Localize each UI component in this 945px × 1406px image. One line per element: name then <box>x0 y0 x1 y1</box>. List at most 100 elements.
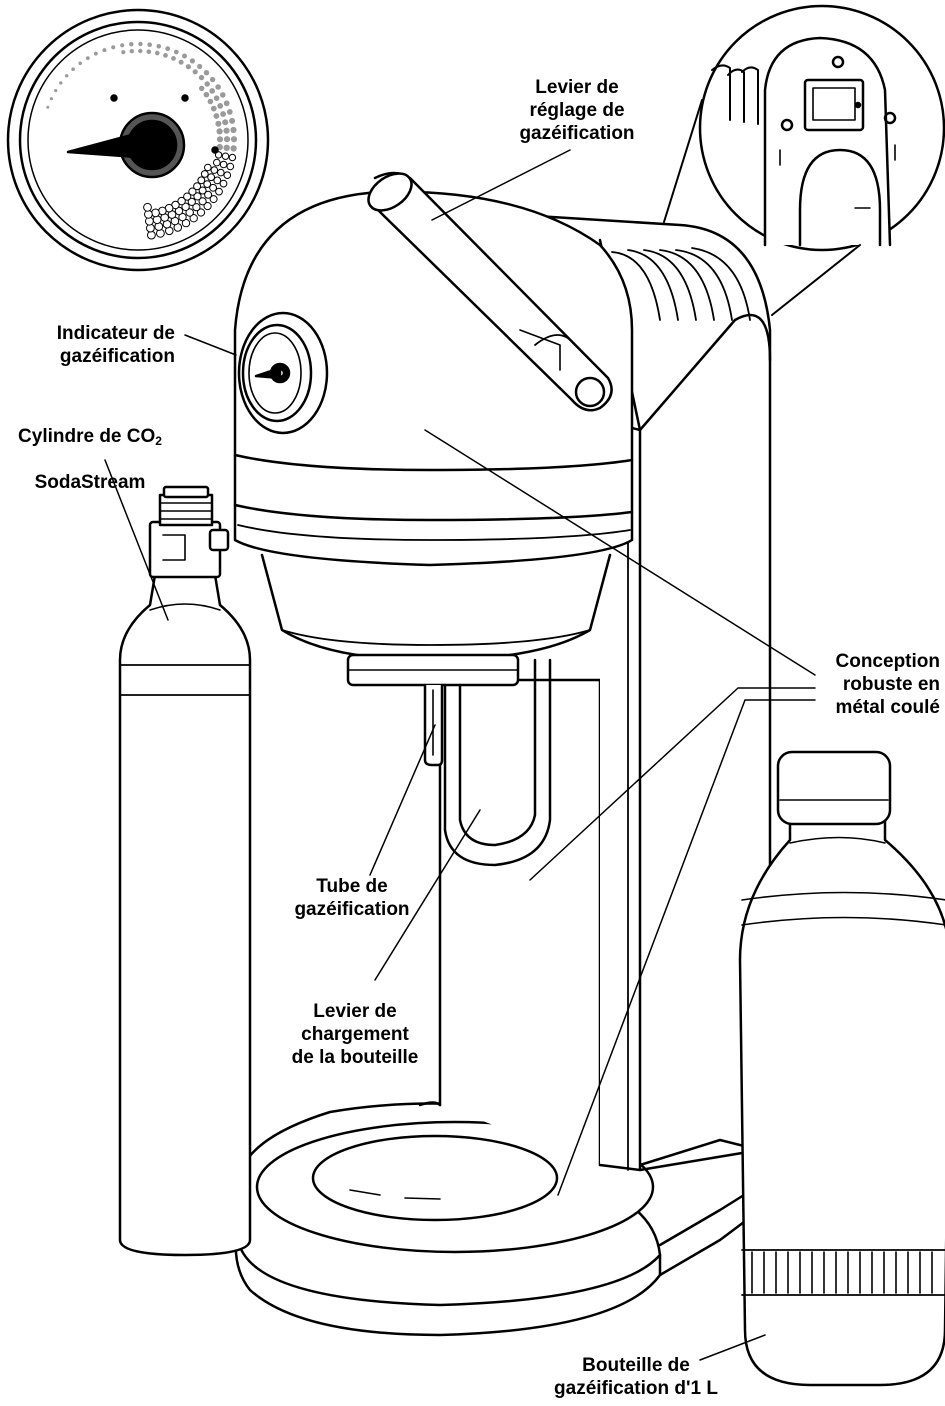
leader-die-cast-a <box>424 429 816 676</box>
gauge-dot <box>199 85 205 92</box>
gauge-dot <box>102 48 107 53</box>
leader-carbonation-lever <box>431 149 571 221</box>
gauge-dot <box>230 136 238 143</box>
label-die-cast-design: Conception robuste en métal coulé <box>835 651 940 718</box>
gauge-dot <box>59 81 63 85</box>
label-co2-cylinder-brand: SodaStream <box>34 472 146 493</box>
gauge-dot <box>198 186 207 195</box>
leader-carbonation-bottle <box>699 1334 766 1361</box>
inset-connector-lines <box>663 99 861 316</box>
carbonation-tube <box>423 683 444 767</box>
gauge-dot <box>203 180 212 189</box>
gauge-dot <box>155 50 160 56</box>
base-tray <box>234 1102 762 1337</box>
gauge-dot <box>213 158 221 167</box>
gauge-dot <box>221 152 230 160</box>
gauge-dot <box>138 48 143 54</box>
gauge-dot <box>229 117 236 124</box>
gauge-dot <box>85 56 90 60</box>
co2-cylinder <box>118 485 252 1257</box>
gauge-zoom-needle <box>66 94 219 179</box>
leader-carbonation-tube <box>369 724 436 876</box>
gauge-dot <box>163 53 168 58</box>
gauge-dot <box>189 58 195 64</box>
gauge-dot <box>213 95 220 101</box>
gauge-dot <box>138 41 143 47</box>
gauge-dot <box>192 203 201 212</box>
bottle-loading-lever <box>443 658 552 867</box>
gauge-dot <box>49 97 54 101</box>
gauge-dot <box>185 208 194 217</box>
gauge-dot <box>129 42 134 47</box>
back-panel-zoom-inset <box>698 4 945 252</box>
gauge-dot <box>146 49 152 54</box>
gauge-dot <box>182 53 187 59</box>
leader-co2-cylinder <box>104 459 169 621</box>
label-carbonation-lever: Levier de réglage de gazéification <box>519 77 635 144</box>
label-co2-cylinder-text: Cylindre de CO <box>18 426 156 447</box>
gauge-dot <box>196 208 206 217</box>
label-co2-cylinder: Cylindre de CO2 SodaStream <box>0 402 180 494</box>
leader-die-cast-b <box>529 687 816 881</box>
gauge-dot <box>213 176 222 185</box>
gauge-dot <box>121 50 126 55</box>
gauge-dot <box>203 202 212 211</box>
leader-carbonation-indicator <box>184 334 237 356</box>
gauge-dot <box>210 166 219 174</box>
gauge-dot <box>210 105 217 112</box>
gauge-dot <box>151 208 160 218</box>
gauge-dot <box>54 89 58 93</box>
gauge-dot <box>209 88 215 94</box>
label-carbonation-tube: Tube de gazéification <box>294 876 410 920</box>
gauge-dot <box>228 153 237 162</box>
gauge-dot <box>198 197 207 206</box>
gauge-dot <box>217 103 224 109</box>
gauge-dot <box>177 196 186 206</box>
gauge-dot <box>178 212 187 222</box>
carbonation-setting-lever <box>367 171 613 412</box>
gauge-dot <box>223 100 230 107</box>
gauge-dot <box>204 81 210 87</box>
leader-die-cast-c <box>557 699 816 1196</box>
gauge-dot <box>181 202 190 212</box>
label-co2-subscript: 2 <box>155 434 162 448</box>
gauge-dot <box>209 195 218 204</box>
gauge-dot-scale <box>46 41 238 240</box>
gauge-dot <box>216 128 223 135</box>
label-carbonation-bottle: Bouteille de gazéification d'1 L <box>554 1355 718 1399</box>
main-column <box>418 313 772 1172</box>
gauge-dot <box>188 187 197 196</box>
gauge-dot <box>173 49 179 55</box>
gauge-dot <box>219 179 228 188</box>
gauge-dot <box>197 176 206 185</box>
gauge-dot <box>204 190 213 199</box>
gauge-dot <box>120 43 125 48</box>
gauge-dot <box>226 162 235 171</box>
gauge-dot <box>223 136 231 143</box>
gauge-dot <box>129 49 134 54</box>
carbonation-indicator-gauge <box>237 311 329 435</box>
gauge-dot <box>185 64 191 70</box>
gauge-dot <box>223 144 230 151</box>
gauge-dot <box>217 168 225 177</box>
gauge-dot <box>215 120 222 127</box>
gauge-dot <box>207 173 216 182</box>
gauge-dot <box>223 171 232 179</box>
gauge-dot <box>189 214 198 223</box>
gauge-dot <box>220 92 226 98</box>
gauge-dot <box>230 145 237 152</box>
gauge-dot <box>226 109 233 115</box>
gauge-dot <box>200 170 209 178</box>
gauge-dot <box>214 151 223 159</box>
gauge-dot <box>197 63 203 70</box>
leader-bottle-loading-lever <box>374 809 481 981</box>
gauge-dot <box>213 113 220 119</box>
gauge-dot <box>198 74 205 81</box>
gauge-dot <box>193 182 202 191</box>
gauge-dot <box>230 126 237 134</box>
gauge-dot <box>209 183 218 192</box>
label-bottle-loading-lever: Levier de chargement de la bouteille <box>291 1001 419 1068</box>
gauge-dot <box>215 84 221 90</box>
